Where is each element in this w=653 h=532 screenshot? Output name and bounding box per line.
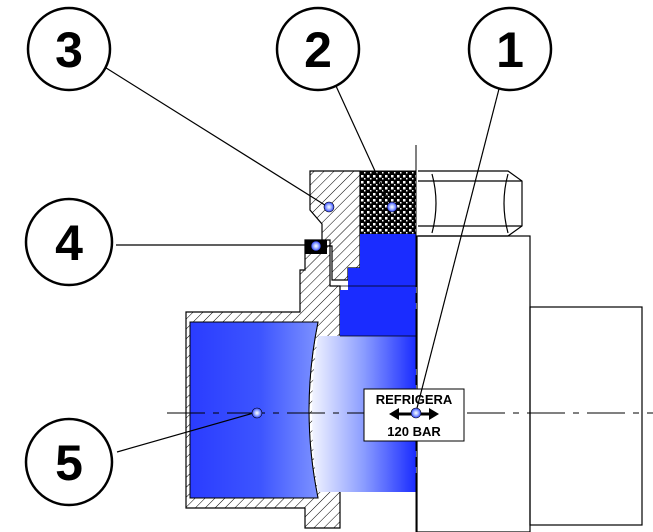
marker-dot-1 bbox=[410, 407, 422, 419]
callout-3: 3 bbox=[26, 6, 112, 92]
refrigerant-label-line2: 120 BAR bbox=[387, 424, 441, 439]
callout-1: 1 bbox=[467, 6, 553, 92]
marker-dot-2 bbox=[386, 201, 398, 213]
right-body-outline bbox=[416, 170, 643, 532]
callout-4: 4 bbox=[24, 197, 114, 287]
callout-3-label: 3 bbox=[55, 22, 83, 78]
callout-2-label: 2 bbox=[304, 22, 332, 78]
leader-lines bbox=[102, 65, 501, 453]
marker-dots bbox=[251, 201, 422, 419]
callout-1-label: 1 bbox=[496, 22, 524, 78]
callout-4-label: 4 bbox=[55, 215, 83, 271]
callout-5: 5 bbox=[24, 417, 114, 507]
marker-dot-5 bbox=[251, 407, 263, 419]
refrigerant-label-line1: REFRIGERA bbox=[376, 392, 453, 407]
marker-dot-4 bbox=[310, 240, 322, 252]
marker-dot-3 bbox=[323, 201, 335, 213]
callout-5-label: 5 bbox=[55, 435, 83, 491]
callout-2: 2 bbox=[275, 6, 361, 92]
seal-insert-crosshatch bbox=[359, 170, 417, 235]
